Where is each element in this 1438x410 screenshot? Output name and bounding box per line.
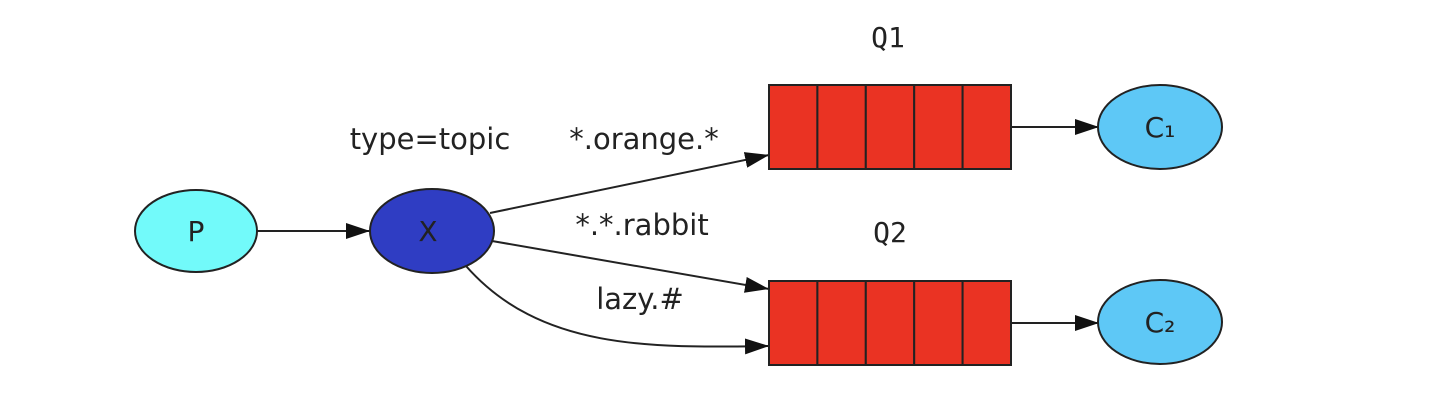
consumer-c1-node: C₁: [1097, 84, 1223, 170]
consumer-c2-label: C₂: [1145, 306, 1176, 339]
queue-q2-cell: [816, 280, 867, 366]
binding-label-orange: *.orange.*: [569, 122, 719, 156]
consumer-c2-shape: [1097, 279, 1223, 365]
binding-label-rabbit: *.*.rabbit: [575, 208, 708, 242]
queue-q1-label: Q1: [871, 21, 905, 54]
binding-label-lazy: lazy.#: [596, 282, 684, 316]
edge-x-to-q1: [489, 152, 770, 214]
queue-q2-label: Q2: [873, 216, 907, 249]
exchange-type-label: type=topic: [350, 122, 511, 156]
queue-q2-cell: [913, 280, 964, 366]
edge-x-to-q2-rabbit: [491, 240, 770, 293]
queue-q1: Q1: [768, 21, 1012, 170]
queue-q1-cell: [913, 84, 964, 170]
queue-q1-cell: [961, 84, 1012, 170]
queue-q1-cell: [864, 84, 916, 170]
consumer-c2-node: C₂: [1097, 279, 1223, 365]
exchange-label: X: [418, 215, 437, 248]
queue-q2-cell: [961, 280, 1012, 366]
queue-q1-cell: [768, 84, 819, 170]
producer-node: P: [134, 189, 258, 273]
exchange-node: X type=topic: [350, 122, 511, 274]
queue-q1-cell: [816, 84, 867, 170]
queue-q2-cell: [768, 280, 819, 366]
edge-x-to-q2-lazy: [465, 265, 770, 355]
consumer-c1-label: C₁: [1145, 111, 1176, 144]
exchange-shape: [369, 188, 495, 274]
queue-q2-cell: [864, 280, 916, 366]
producer-shape: [134, 189, 258, 273]
queue-q2: Q2: [768, 216, 1012, 366]
consumer-c1-shape: [1097, 84, 1223, 170]
producer-label: P: [188, 215, 205, 248]
